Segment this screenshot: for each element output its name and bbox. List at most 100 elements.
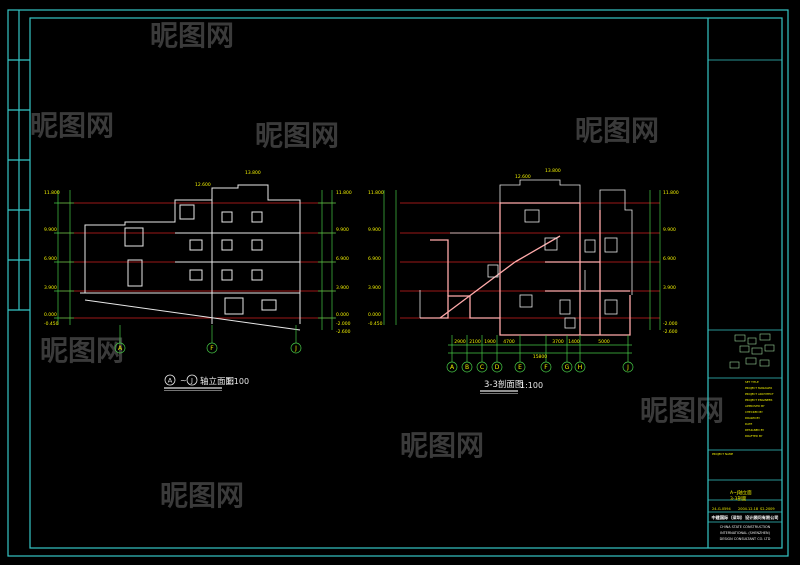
elevation-dimension-chains <box>54 190 336 330</box>
level-label: 11.800 <box>368 190 384 196</box>
drawing-number: 24-G-0594 <box>712 507 732 511</box>
grid-axis-label: E <box>518 364 522 371</box>
site-plan-thumbnail <box>729 333 775 369</box>
title-field: DRAWN BY <box>745 416 760 420</box>
elevation-title-text: 轴立面图 <box>200 376 234 387</box>
grid-from-label: A <box>168 377 173 385</box>
dimension-label: 4700 <box>503 339 515 345</box>
grid-axis-label: C <box>480 364 484 371</box>
grid-to-label: J <box>190 377 193 385</box>
watermark-text: 昵图网 <box>255 119 339 152</box>
section-title-text: 3-3剖面图 <box>484 379 523 390</box>
dimension-label: 1400 <box>568 339 580 345</box>
level-label: 3.900 <box>368 285 381 291</box>
title-field: PROJECT MANAGER <box>745 386 772 390</box>
level-label: 6.900 <box>663 256 676 262</box>
sheet-title: 3-3剖面 <box>730 495 747 502</box>
watermark-text: 昵图网 <box>30 109 114 142</box>
section-title: 3-3剖面图 1:100 <box>480 379 543 394</box>
level-label: 0.000 <box>368 312 381 318</box>
company-name-en: INTERNATIONAL (SHENZHEN) <box>720 531 771 535</box>
grid-axis-label: F <box>544 364 548 371</box>
sheet-number: S2-2009 <box>760 507 775 511</box>
company-name-en: CHINA STATE CONSTRUCTION <box>720 525 771 529</box>
grid-axis-label: H <box>578 364 583 371</box>
title-field: DRAFTED BY <box>745 434 763 438</box>
grid-axis-label: A <box>450 364 455 371</box>
level-label: 11.800 <box>44 190 60 196</box>
elevation-building <box>80 184 301 331</box>
title-field: PROJECT NAME <box>712 452 733 456</box>
level-label: 12.600 <box>195 182 211 188</box>
title-field: CHECKED BY <box>745 410 763 414</box>
grid-axis-label: A <box>118 345 123 352</box>
level-label: 11.800 <box>336 190 352 196</box>
level-label: 3.900 <box>336 285 349 291</box>
section-drawing: A B C D E F G H J 2900 2100 1900 4700 37… <box>368 168 679 394</box>
company-name-en: DESIGN CONSULTANT CO. LTD <box>720 537 771 541</box>
watermark-text: 昵图网 <box>150 19 234 52</box>
elevation-scale: 1:100 <box>226 377 249 386</box>
sheet-title: A~J轴立面 <box>730 489 752 496</box>
elevation-title: A ~ J 轴立面图 1:100 <box>164 374 249 391</box>
title-tilde: ~ <box>180 376 187 385</box>
title-block: SET TITLE PROJECT MANAGER PROJECT ARCHIT… <box>708 59 782 541</box>
company-name-cn: 中建国际（深圳）设计顾问有限公司 <box>711 514 778 521</box>
dimension-label: 3700 <box>552 339 564 345</box>
level-label: 3.900 <box>663 285 676 291</box>
level-label: 12.600 <box>515 174 531 180</box>
dimension-label: 2100 <box>469 339 481 345</box>
title-field: DESIGNED BY <box>745 428 764 432</box>
level-label: -2.000 <box>336 321 351 327</box>
level-label: 9.900 <box>336 227 349 233</box>
section-dimension-chains <box>383 190 661 354</box>
level-label: 13.800 <box>545 168 561 174</box>
section-building <box>419 179 633 329</box>
level-label: 3.900 <box>44 285 57 291</box>
grid-axis-label: F <box>210 345 214 352</box>
level-label: 6.900 <box>336 256 349 262</box>
level-label: -2.000 <box>663 321 678 327</box>
level-label: -2.600 <box>663 329 678 335</box>
level-label: 9.900 <box>368 227 381 233</box>
title-field: SET TITLE <box>745 380 759 384</box>
title-field: APPROVED BY <box>745 404 765 408</box>
watermark-text: 昵图网 <box>575 114 659 147</box>
level-label: 13.800 <box>245 170 261 176</box>
level-label: 0.000 <box>336 312 349 318</box>
grid-axis-label: B <box>465 364 469 371</box>
dimension-label: 1900 <box>484 339 496 345</box>
level-label: 6.900 <box>44 256 57 262</box>
level-label: -0.450 <box>368 321 383 327</box>
sheet-border <box>7 9 789 557</box>
watermark-layer: 昵图网 昵图网 昵图网 昵图网 昵图网 昵图网 昵图网 昵图网 <box>30 19 724 512</box>
grid-axis-label: J <box>294 345 297 352</box>
grid-axis-label: D <box>495 364 500 371</box>
level-label: 11.800 <box>663 190 679 196</box>
level-label: 6.900 <box>368 256 381 262</box>
total-dimension-label: 15800 <box>533 354 547 360</box>
level-label: -2.600 <box>336 329 351 335</box>
grid-axis-label: J <box>626 364 629 371</box>
dimension-label: 2900 <box>454 339 466 345</box>
watermark-text: 昵图网 <box>400 429 484 462</box>
section-grid-axes <box>446 335 634 373</box>
level-label: 9.900 <box>663 227 676 233</box>
title-field: PROJECT ENGINEER <box>745 398 772 402</box>
title-field: DATE <box>745 422 753 426</box>
grid-axis-label: G <box>565 364 570 371</box>
elevation-drawing: A F J 11.800 9.900 6.900 3.900 0.000 -0.… <box>44 170 352 391</box>
level-label: 0.000 <box>44 312 57 318</box>
watermark-text: 昵图网 <box>640 394 724 427</box>
elevation-grid-axes <box>114 325 302 354</box>
watermark-text: 昵图网 <box>40 334 124 367</box>
watermark-text: 昵图网 <box>160 479 244 512</box>
title-field: PROJECT ARCHITECT <box>745 392 774 396</box>
level-label: 9.900 <box>44 227 57 233</box>
section-scale: 1:100 <box>520 381 543 390</box>
level-label: -0.450 <box>44 321 59 327</box>
drawing-date: 2004.12.18 <box>738 507 758 511</box>
dimension-label: 5000 <box>598 339 610 345</box>
